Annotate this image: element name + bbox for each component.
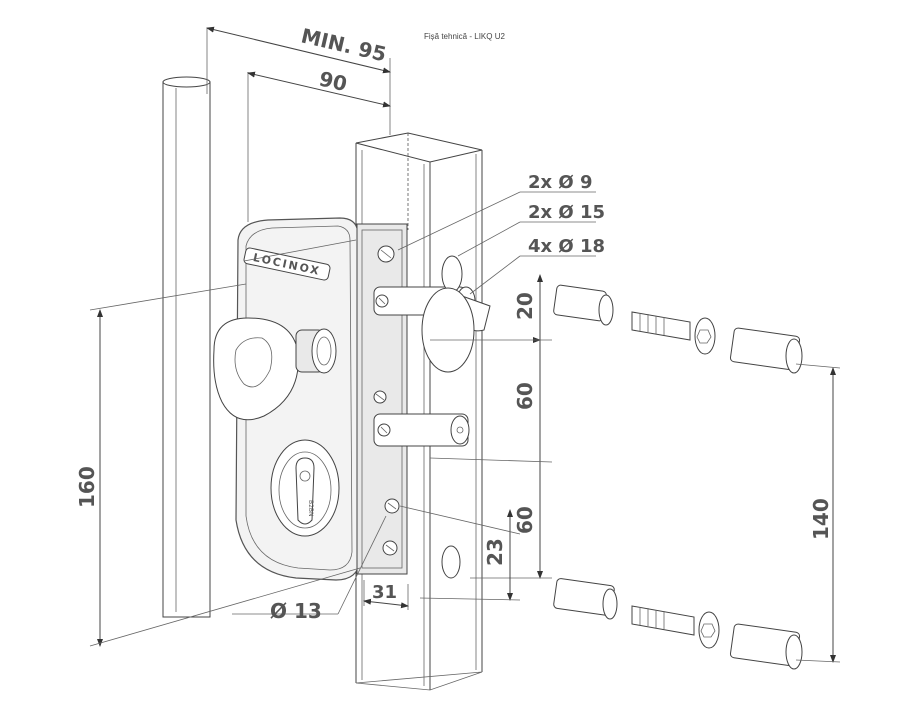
dim-label-20: 20 bbox=[513, 292, 537, 320]
upper-fixing-set bbox=[553, 284, 803, 374]
dim-31: 31 bbox=[363, 580, 409, 610]
page-header: Fișă tehnică - LIKQ U2 bbox=[424, 32, 505, 41]
dim-min-95: MIN. 95 bbox=[206, 23, 391, 135]
dim-140: 140 bbox=[795, 363, 841, 663]
dim-label-31: 31 bbox=[372, 582, 397, 603]
dim-label-160: 160 bbox=[75, 466, 99, 508]
screw-top bbox=[377, 245, 395, 263]
dim-label-140: 140 bbox=[809, 498, 833, 540]
dim-key-hole: Ø 13 bbox=[232, 515, 387, 623]
round-post bbox=[162, 76, 211, 618]
dim-vertical-inner: 20 60 60 23 bbox=[399, 274, 553, 601]
screw-bottom bbox=[382, 540, 398, 556]
dim-label-60-upper: 60 bbox=[513, 382, 537, 410]
screw-slot bbox=[384, 498, 400, 514]
knob-handle bbox=[213, 317, 337, 421]
dim-label-60-lower: 60 bbox=[513, 506, 537, 534]
dim-label-13: Ø 13 bbox=[270, 599, 322, 623]
screw-middle bbox=[373, 390, 387, 404]
cylinder: B2BN bbox=[270, 439, 340, 537]
dim-label-90: 90 bbox=[317, 66, 350, 96]
dim-160: 160 bbox=[75, 283, 361, 647]
profile-holes bbox=[421, 255, 475, 579]
dim-label-holes-15: 2x Ø 15 bbox=[528, 202, 605, 223]
lower-fixing-set bbox=[553, 578, 803, 670]
lower-bolt bbox=[373, 413, 470, 447]
callout-holes: 2x Ø 9 2x Ø 15 4x Ø 18 bbox=[243, 172, 605, 295]
cylinder-marking: B2BN bbox=[307, 500, 314, 517]
dim-label-holes-18: 4x Ø 18 bbox=[528, 236, 605, 257]
dim-label-min-95: MIN. 95 bbox=[299, 23, 389, 66]
dim-label-holes-9: 2x Ø 9 bbox=[528, 172, 593, 193]
dim-label-23: 23 bbox=[483, 538, 507, 566]
